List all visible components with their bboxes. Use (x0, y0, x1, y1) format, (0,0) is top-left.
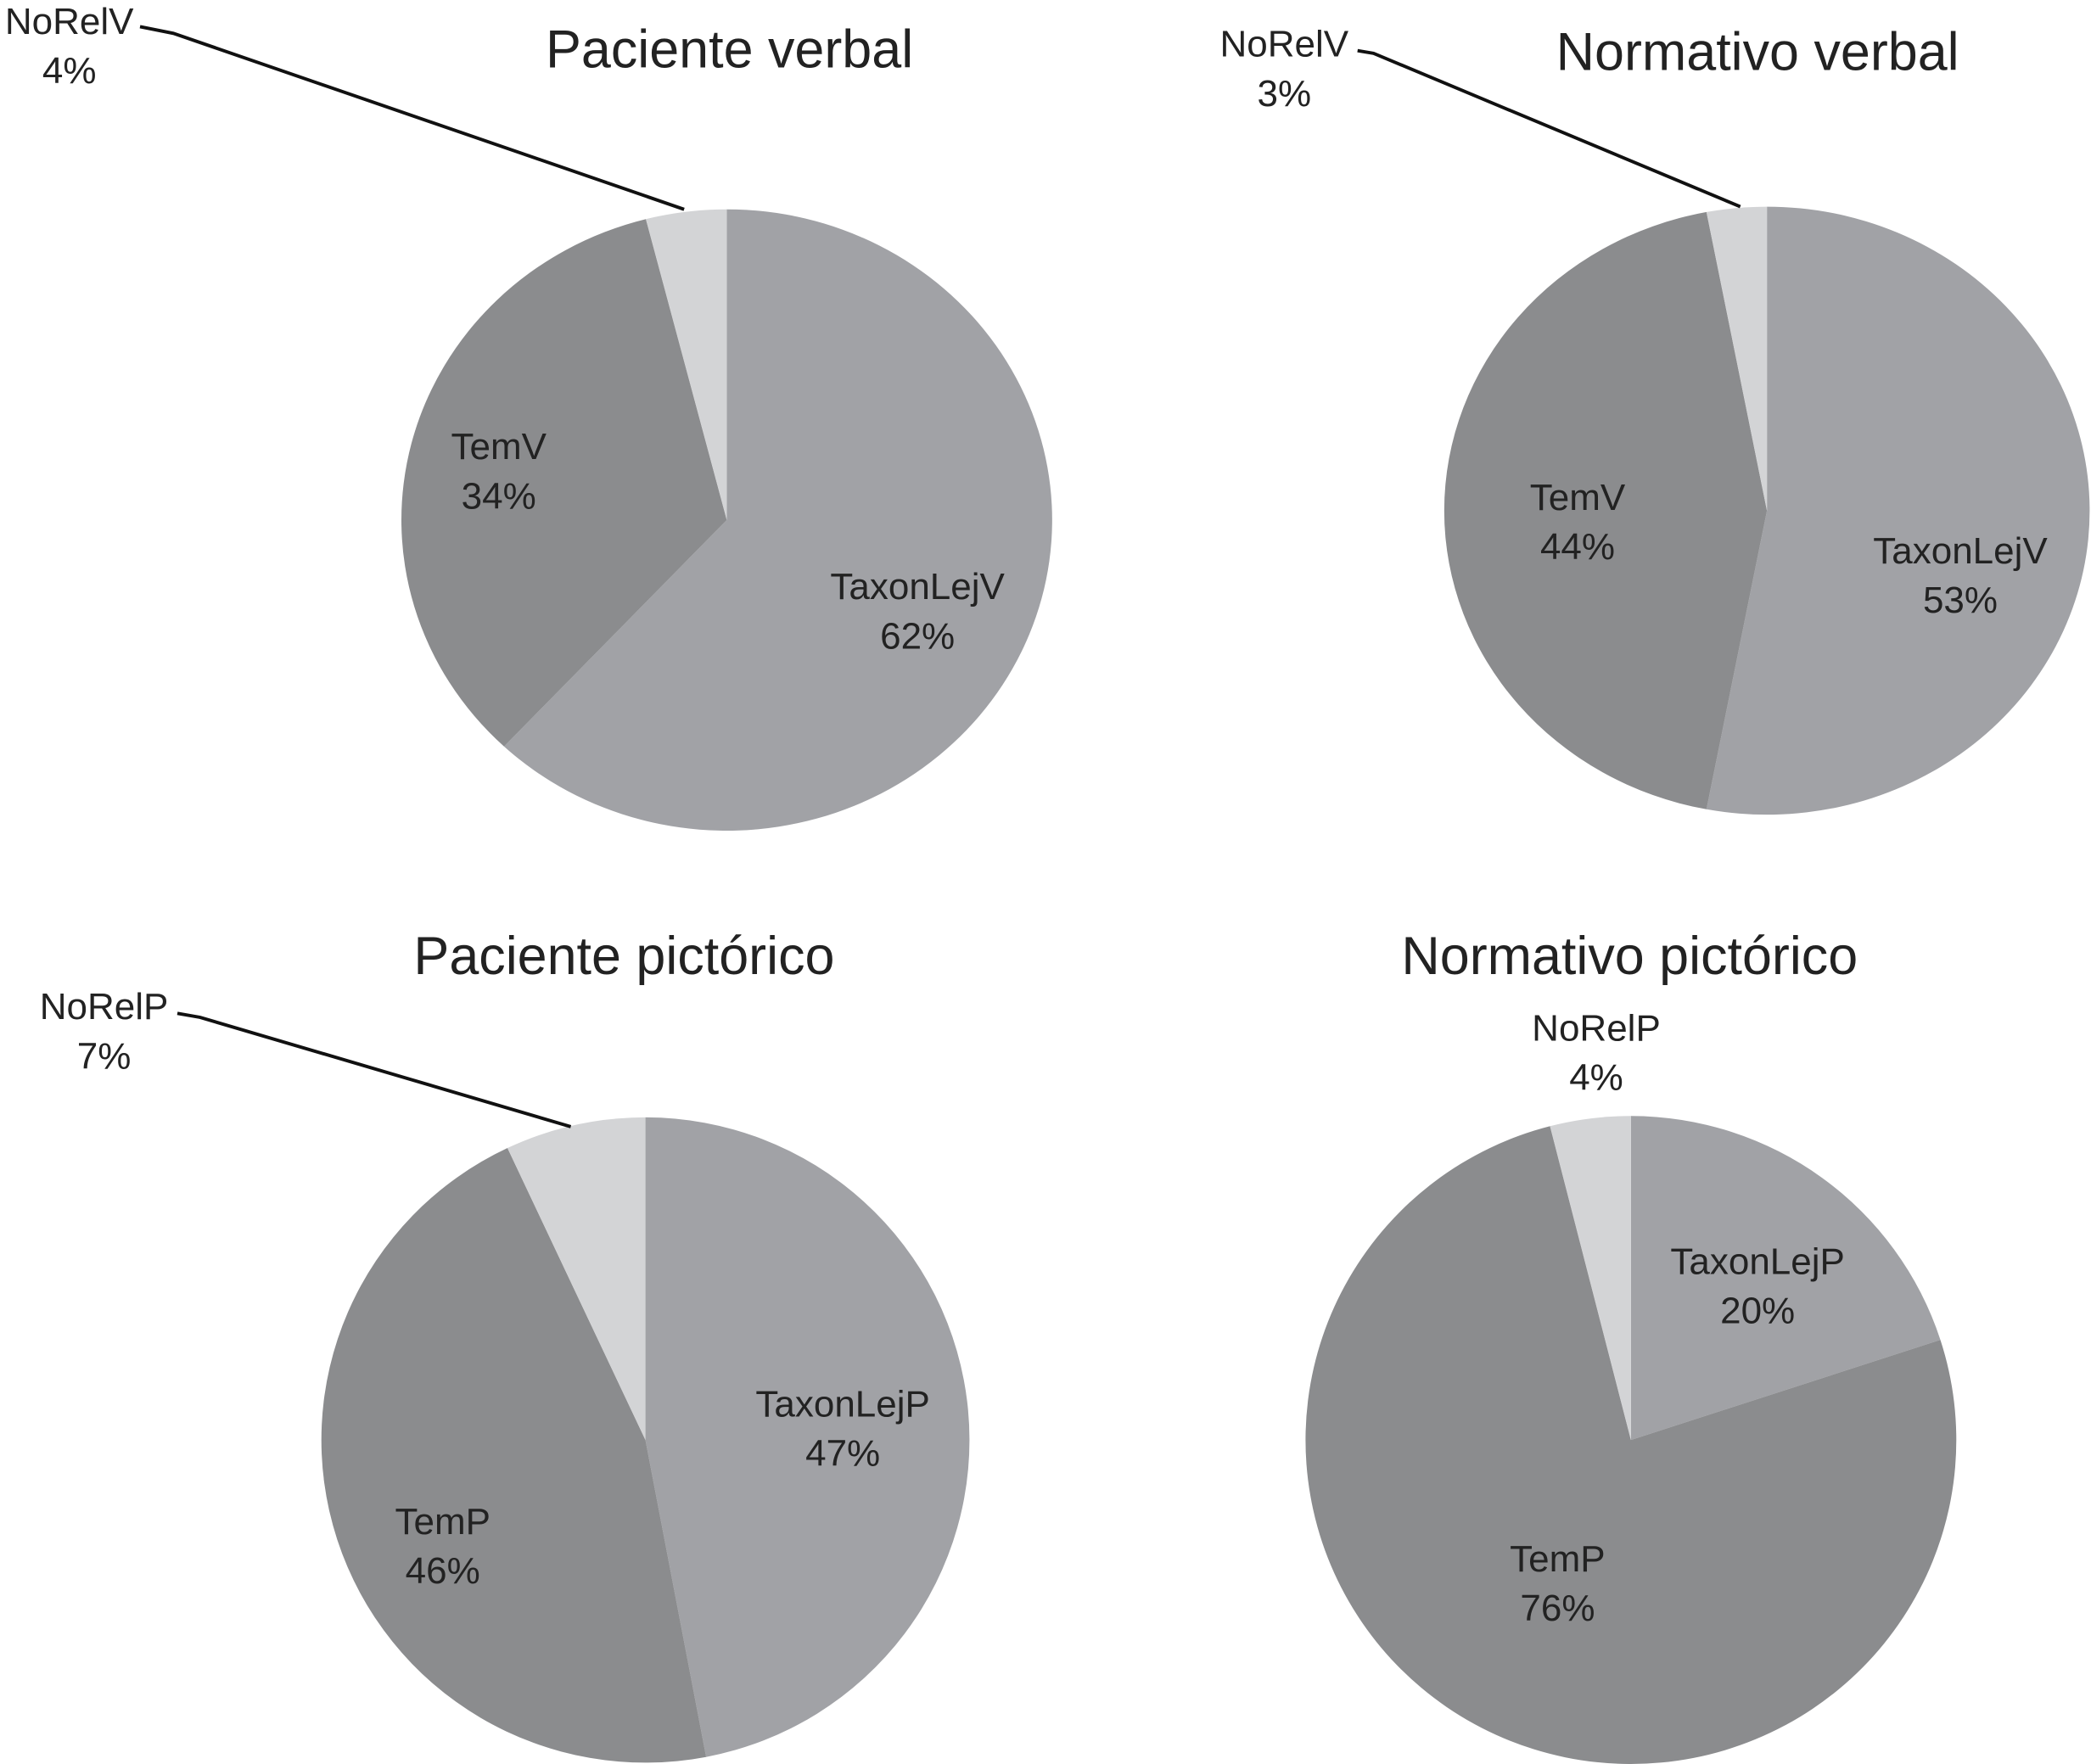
pie-slice-NoRelP (507, 1117, 646, 1441)
pie-slice-NoRelV (646, 209, 727, 520)
slice-percent: 34% (462, 475, 536, 517)
slice-percent: 3% (1257, 73, 1311, 115)
pie-slice-TaxonLejP (645, 1117, 970, 1757)
pie-slice-NoRelV (1706, 206, 1768, 511)
slice-label: TemP (395, 1501, 490, 1543)
slice-label: NoRelP (1532, 1007, 1661, 1049)
slice-percent: 4% (42, 50, 97, 92)
chart-title: Paciente pictórico (413, 927, 834, 986)
slice-label: TaxonLejV (1873, 530, 2048, 572)
slice-percent: 47% (805, 1433, 880, 1475)
slice-label: NoRelP (40, 986, 169, 1028)
slice-label: TemP (1510, 1538, 1605, 1580)
slice-label: TaxonLejP (755, 1383, 929, 1425)
pie-slice-TemV (401, 219, 727, 747)
slice-percent: 62% (880, 615, 955, 657)
slice-label: TemV (451, 426, 547, 468)
slice-percent: 53% (1923, 580, 1998, 621)
leader-line (1357, 48, 1741, 209)
slice-percent: 20% (1720, 1290, 1795, 1331)
slice-label: TaxonLejV (830, 566, 1005, 608)
chart-title: Normativo pictórico (1401, 927, 1858, 986)
slice-percent: 44% (1540, 526, 1615, 568)
leader-line (139, 25, 685, 211)
slice-percent: 7% (77, 1035, 132, 1077)
chart-title: Paciente verbal (546, 20, 913, 79)
slice-label: NoRelV (5, 1, 134, 42)
slice-percent: 4% (1569, 1056, 1623, 1098)
pie-slice-TaxonLejV (1706, 206, 2090, 815)
slice-percent: 76% (1520, 1588, 1595, 1629)
slice-percent: 46% (406, 1550, 480, 1592)
chart-title: Normativo verbal (1556, 23, 1959, 82)
pie-slice-TemP (1305, 1126, 1957, 1764)
pie-slice-NoRelP (1550, 1116, 1631, 1441)
slice-label: TemV (1530, 477, 1626, 518)
leader-line (177, 1011, 572, 1128)
pie-slice-TaxonLejV (503, 209, 1052, 831)
pie-slice-TaxonLejP (1630, 1116, 1941, 1441)
pie-slice-TemP (321, 1148, 707, 1763)
slice-label: TaxonLejP (1670, 1240, 1844, 1282)
pie-slice-TemV (1444, 211, 1768, 809)
slice-label: NoRelV (1219, 24, 1348, 65)
